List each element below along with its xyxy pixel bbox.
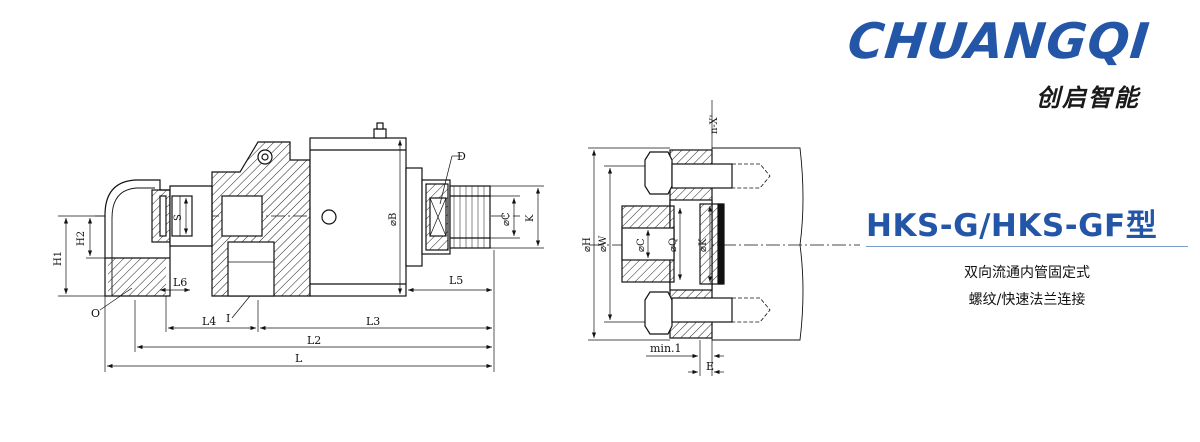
label-phi-w: ⌀W — [598, 235, 609, 252]
label-l2: L2 — [307, 334, 321, 347]
rotary-joint-side-view — [58, 122, 544, 372]
label-phi-q: ⌀Q — [668, 238, 679, 252]
label-k-left: K — [525, 214, 536, 222]
brand-logo: CHUANGQI — [845, 13, 1153, 70]
model-description-line-1: 双向流通内管固定式 — [964, 265, 1090, 281]
label-l5: L5 — [449, 274, 463, 287]
brand-subtitle: 创启智能 — [1036, 84, 1140, 112]
label-e: E — [706, 360, 714, 373]
label-n-x: n-X' — [709, 115, 720, 134]
brand-block: CHUANGQI 创启智能 — [845, 13, 1188, 114]
label-h1: H1 — [53, 251, 64, 266]
label-l: L — [295, 352, 303, 365]
label-phi-b: ⌀B — [388, 213, 399, 226]
model-title: HKS-G/HKS-GF型 — [866, 208, 1158, 244]
label-phi-k: ⌀K — [698, 238, 709, 252]
label-l6: L6 — [173, 276, 187, 289]
dimension-labels: D H1 H2 S O L6 L4 I L3 L2 L L5 ⌀B ⌀C K n… — [53, 115, 720, 373]
title-divider — [866, 246, 1188, 247]
label-min1: min.1 — [650, 342, 682, 355]
label-d: D — [457, 150, 466, 163]
flange-connection-view — [588, 100, 860, 376]
label-l3: L3 — [366, 315, 380, 328]
label-l4: L4 — [202, 315, 216, 328]
label-s: S — [173, 214, 184, 221]
label-phi-c-left: ⌀C — [501, 212, 512, 226]
label-phi-c-right: ⌀C — [636, 238, 647, 252]
label-phi-h: ⌀H — [582, 237, 593, 252]
model-description-line-2: 螺纹/快速法兰连接 — [968, 292, 1086, 308]
label-i: I — [226, 312, 230, 325]
label-h2: H2 — [76, 231, 87, 246]
label-o: O — [91, 307, 100, 320]
